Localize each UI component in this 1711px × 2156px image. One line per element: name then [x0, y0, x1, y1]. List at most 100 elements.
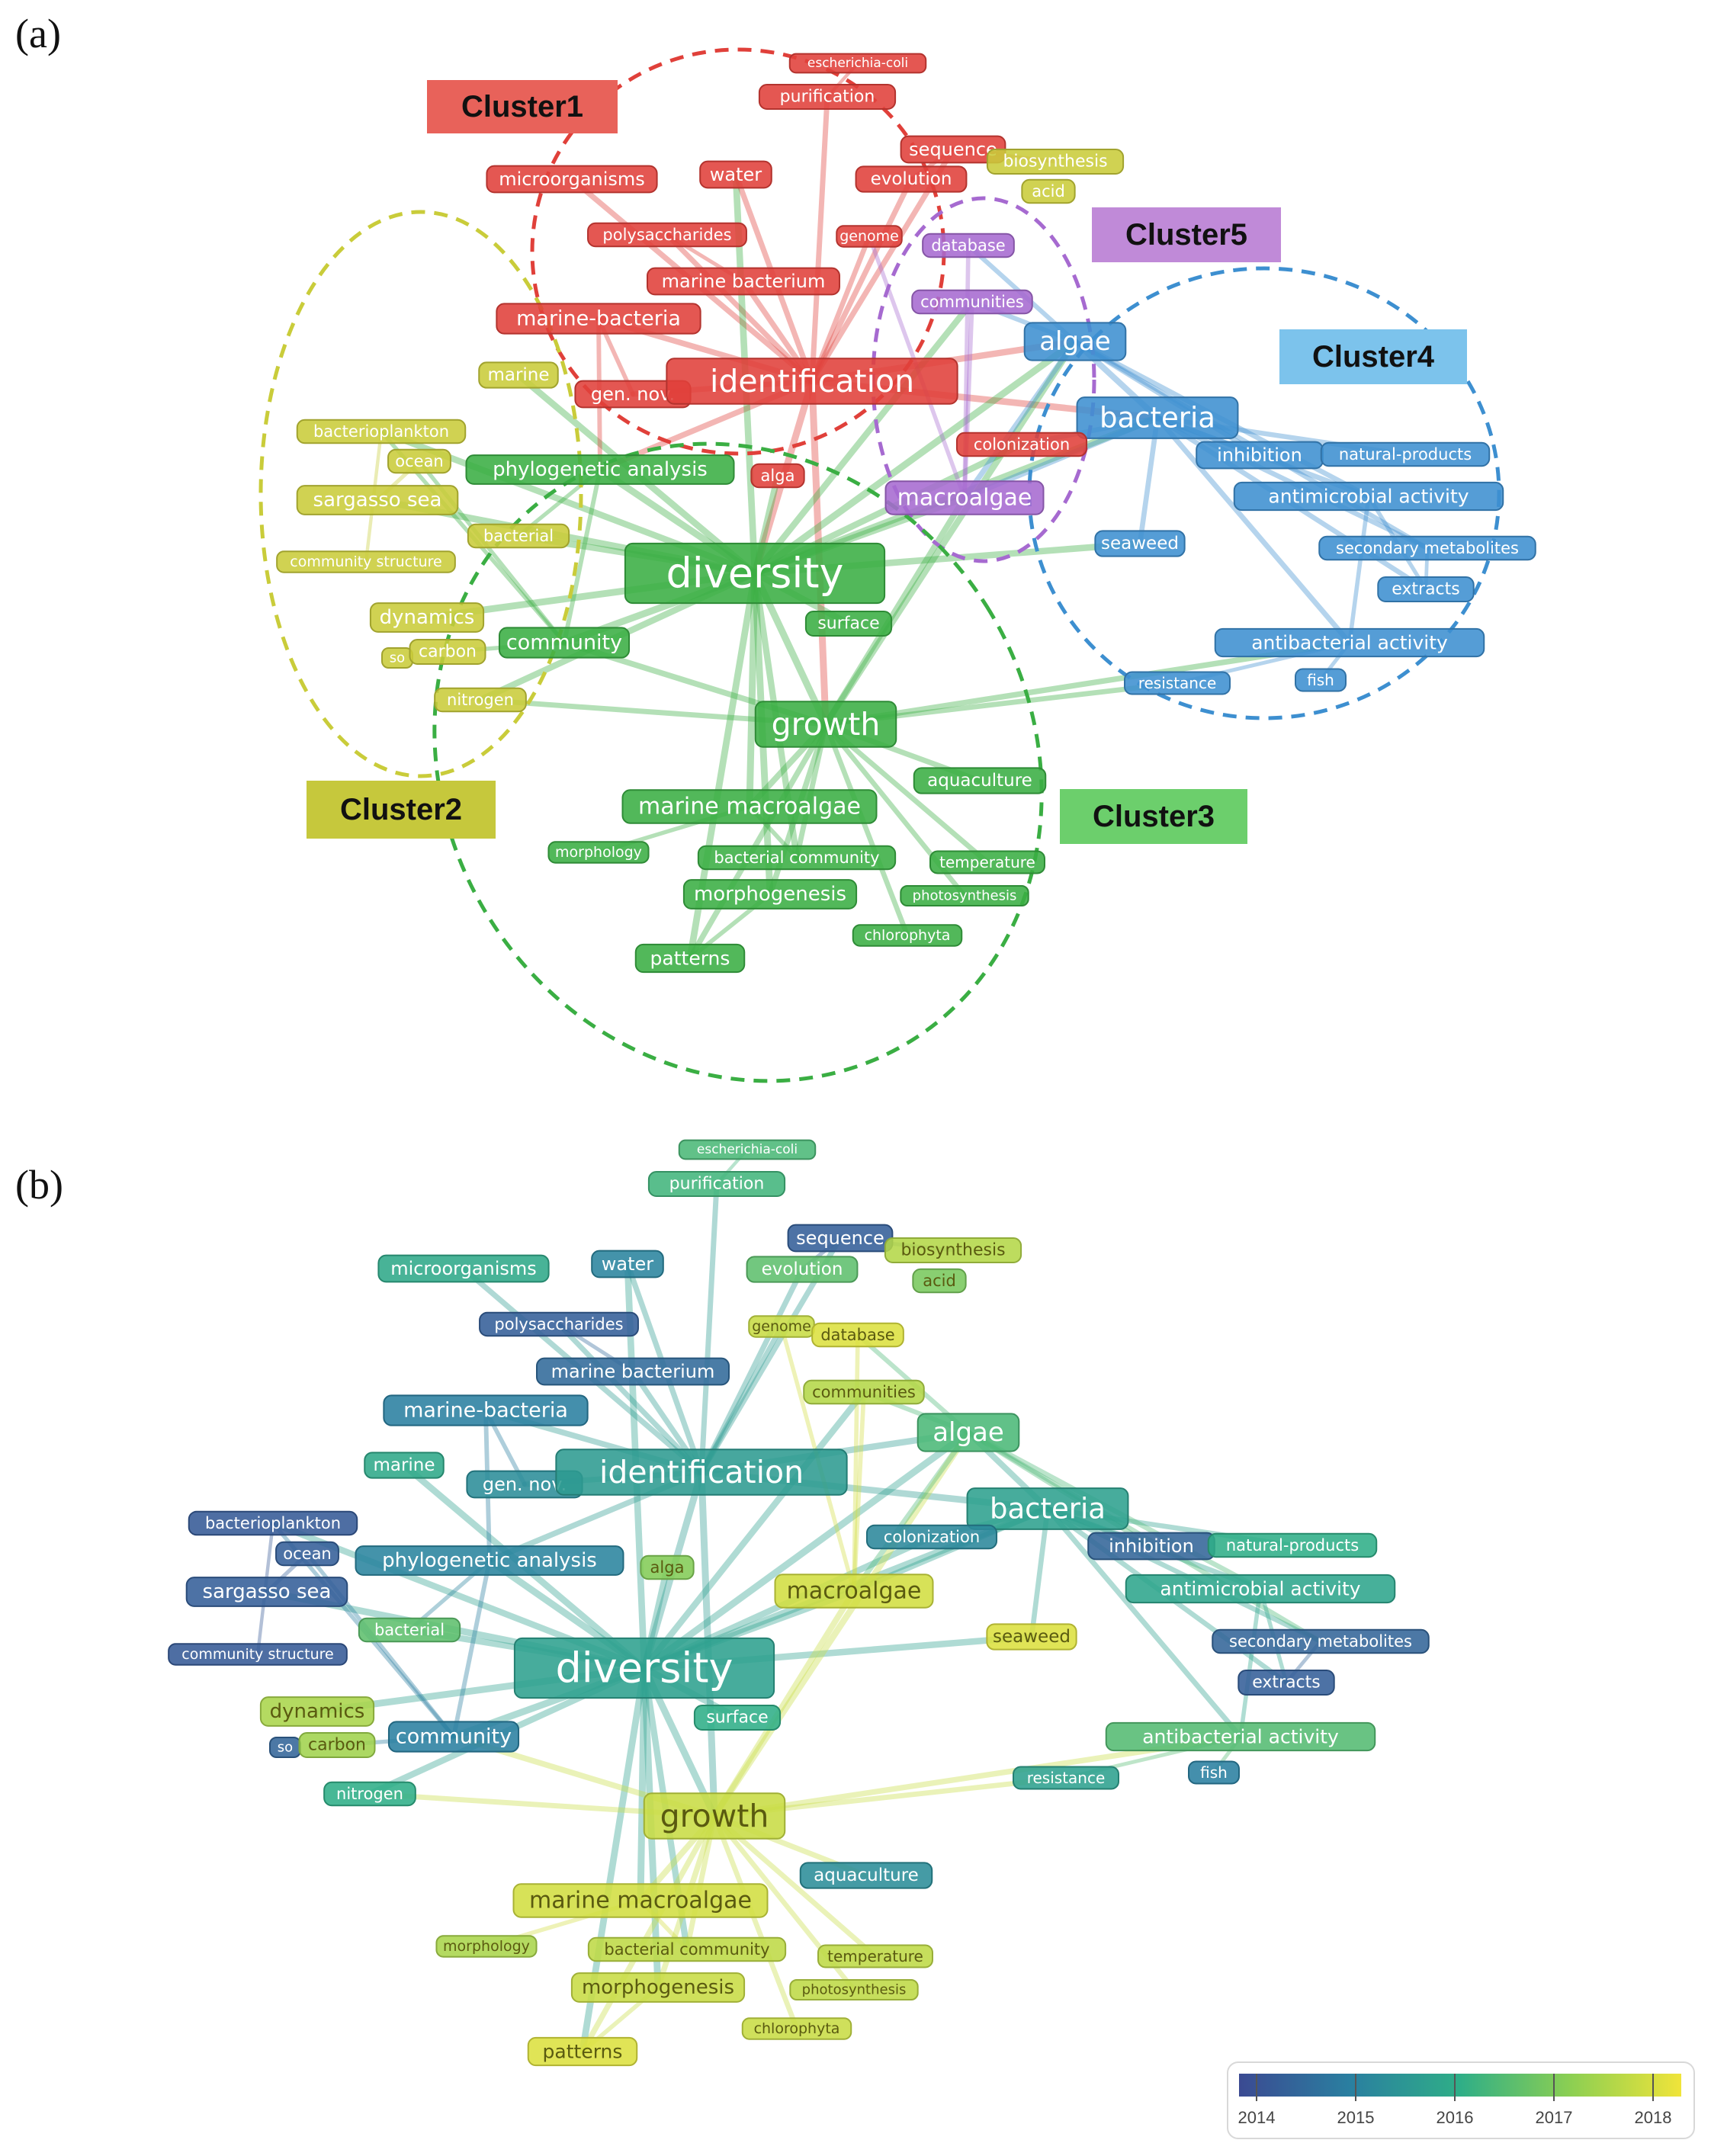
keyword-label: acid — [1032, 182, 1065, 201]
keyword-node-purification: purification — [758, 84, 897, 110]
keyword-node-photosynthesis: photosynthesis — [900, 884, 1029, 907]
keyword-node-box — [1125, 1574, 1396, 1604]
link-growth-chlorophyta — [823, 721, 910, 938]
keyword-node-biosynthesis: biosynthesis — [986, 149, 1125, 175]
keyword-label: biosynthesis — [900, 1241, 1005, 1260]
keyword-node-algae: algae — [916, 1413, 1020, 1452]
keyword-node-secondary-metabolites: secondary metabolites — [1212, 1628, 1430, 1654]
link-growth-algae — [822, 338, 1079, 728]
keyword-label: morphology — [555, 844, 642, 861]
keyword-node-box — [955, 432, 1088, 457]
keyword-label: colonization — [974, 435, 1070, 454]
keyword-node-marine: marine — [478, 361, 559, 389]
keyword-node-box — [259, 1696, 375, 1727]
keyword-label: diversity — [666, 550, 844, 598]
keyword-node-box — [409, 639, 486, 665]
keyword-node-extracts: extracts — [1238, 1670, 1335, 1696]
keyword-label: community — [396, 1725, 512, 1749]
link-bacteria-antibacterial-activity — [1045, 1506, 1244, 1740]
keyword-node-marine-bacterium: marine bacterium — [536, 1357, 730, 1386]
keyword-node-box — [570, 1972, 746, 2003]
keyword-node-chlorophyta: chlorophyta — [852, 924, 963, 947]
keyword-node-bacteria: bacteria — [1076, 396, 1239, 439]
link-growth-algae — [711, 1429, 972, 1820]
keyword-node-box — [682, 879, 858, 910]
link-diversity-communities — [751, 298, 976, 577]
keyword-node-polysaccharides: polysaccharides — [479, 1311, 639, 1337]
keyword-node-box — [852, 924, 963, 947]
keyword-label: so — [278, 1740, 293, 1756]
keyword-label: patterns — [543, 2041, 623, 2063]
keyword-label: sequence — [909, 139, 997, 160]
link-algae-macroalgae — [851, 1429, 971, 1594]
cluster-label-4: Cluster2 — [307, 781, 496, 839]
network-a-nodes: escherichia-colipurificationsequencebios… — [276, 53, 1536, 974]
keyword-label: polysaccharides — [494, 1315, 623, 1333]
keyword-label: morphogenesis — [582, 1976, 734, 1999]
keyword-label: dynamics — [270, 1700, 365, 1723]
keyword-node-patterns: patterns — [527, 2036, 638, 2067]
keyword-label: seaweed — [993, 1627, 1071, 1647]
keyword-node-water: water — [699, 160, 772, 189]
keyword-node-box — [804, 611, 893, 637]
keyword-node-box — [547, 841, 650, 864]
keyword-node-box — [298, 1732, 376, 1758]
keyword-node-genome: genome — [836, 225, 903, 248]
link-bacteria-seaweed — [1029, 1506, 1051, 1640]
keyword-node-box — [789, 1978, 919, 2001]
keyword-node-box — [188, 1510, 358, 1536]
keyword-node-box — [377, 1254, 550, 1283]
keyword-node-macroalgae: macroalgae — [774, 1574, 934, 1609]
keyword-node-box — [758, 84, 897, 110]
keyword-node-natural-products: natural-products — [1320, 441, 1491, 467]
keyword-node-box — [693, 1705, 782, 1731]
link-identification-purification — [809, 94, 830, 384]
keyword-label: gen. nov. — [591, 383, 675, 405]
link-community-phylogenetic-analysis — [451, 1558, 492, 1739]
keyword-node-box — [478, 361, 559, 389]
keyword-node-temperature: temperature — [817, 1944, 933, 1968]
keyword-label: evolution — [871, 169, 952, 189]
link-diversity-algae — [751, 338, 1079, 577]
keyword-node-box — [678, 1139, 817, 1160]
link-growth-macroalgae — [711, 1588, 857, 1819]
keyword-label: chlorophyta — [754, 2020, 840, 2037]
keyword-node-box — [986, 1623, 1077, 1651]
keyword-label: microorganisms — [499, 168, 645, 190]
keyword-node-box — [527, 2036, 638, 2067]
link-macroalgae-communities — [852, 1390, 866, 1593]
keyword-label: bacteria — [1099, 402, 1215, 435]
keyword-label: surface — [817, 614, 879, 634]
keyword-node-box — [1318, 535, 1536, 561]
keyword-node-bacterial: bacterial — [467, 523, 570, 549]
keyword-node-marine-bacteria: marine-bacteria — [496, 303, 701, 335]
keyword-node-box — [697, 845, 897, 871]
keyword-label: ocean — [395, 452, 444, 470]
keyword-node-box — [666, 358, 958, 405]
link-algae-macroalgae — [961, 338, 1078, 501]
keyword-label: so — [390, 650, 405, 666]
keyword-label: bacterial — [483, 527, 554, 545]
keyword-node-box — [929, 850, 1045, 874]
link-identification-purification — [698, 1181, 720, 1475]
keyword-node-box — [296, 419, 467, 444]
keyword-node-box — [865, 1524, 998, 1550]
keyword-node-algae: algae — [1023, 322, 1127, 361]
keyword-label: communities — [920, 293, 1024, 311]
keyword-node-box — [788, 53, 927, 74]
keyword-node-sargasso-sea: sargasso sea — [296, 485, 459, 515]
keyword-node-box — [512, 1883, 769, 1918]
keyword-node-box — [1377, 576, 1475, 602]
cluster-label-text: Cluster2 — [340, 793, 462, 826]
keyword-label: temperature — [939, 853, 1035, 871]
keyword-node-box — [1320, 441, 1491, 467]
cluster-label-1: Cluster1 — [427, 80, 618, 133]
link-growth-chlorophyta — [711, 1813, 800, 2032]
keyword-node-box — [836, 225, 903, 248]
keyword-node-bacterial-community: bacterial community — [697, 845, 897, 871]
keyword-label: natural-products — [1339, 445, 1472, 464]
keyword-node-seaweed: seaweed — [986, 1623, 1077, 1651]
keyword-node-surface: surface — [804, 611, 893, 637]
keyword-label: water — [710, 164, 762, 185]
